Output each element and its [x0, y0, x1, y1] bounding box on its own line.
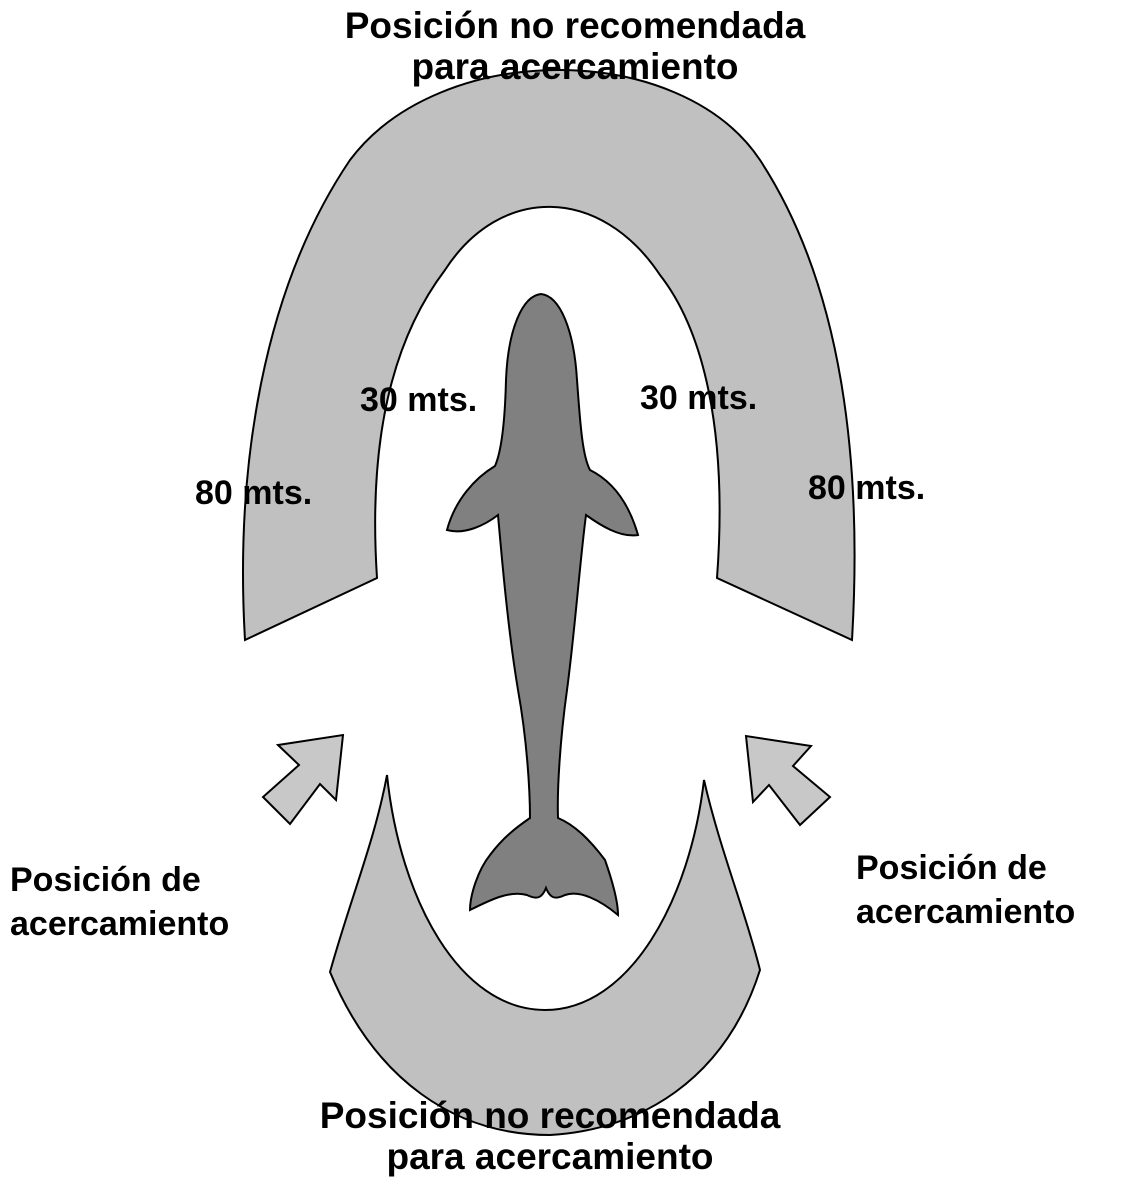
approach-left-line1: Posición de — [10, 861, 201, 899]
whale-icon — [445, 292, 640, 918]
arrow-up-right-icon — [261, 733, 345, 826]
approach-left-label: Posición de acercamiento — [10, 858, 229, 946]
rear-zone-title: Posición no recomendada para acercamient… — [235, 1095, 865, 1177]
restricted-zone-rear — [328, 774, 762, 1137]
restricted-zone-front — [242, 69, 856, 642]
approach-left-line2: acercamiento — [10, 905, 230, 944]
approach-right-label: Posición de acercamiento — [856, 846, 1075, 934]
arrow-up-left-icon — [744, 734, 832, 827]
front-zone-title: Posición no recomendada para acercamient… — [260, 5, 890, 87]
outer-distance-right: 80 mts. — [808, 469, 926, 507]
front-zone-title-line1: Posición no recomendada — [344, 5, 806, 46]
front-zone-title-line2: para acercamiento — [411, 45, 739, 87]
inner-distance-left: 30 mts. — [360, 381, 478, 419]
approach-right-line2: acercamiento — [856, 893, 1076, 932]
approach-right-line1: Posición de — [856, 849, 1047, 887]
inner-distance-right: 30 mts. — [640, 379, 758, 417]
rear-zone-title-line1: Posición no recomendada — [319, 1095, 781, 1136]
outer-distance-left: 80 mts. — [195, 474, 313, 512]
rear-zone-title-line2: para acercamiento — [386, 1135, 714, 1177]
